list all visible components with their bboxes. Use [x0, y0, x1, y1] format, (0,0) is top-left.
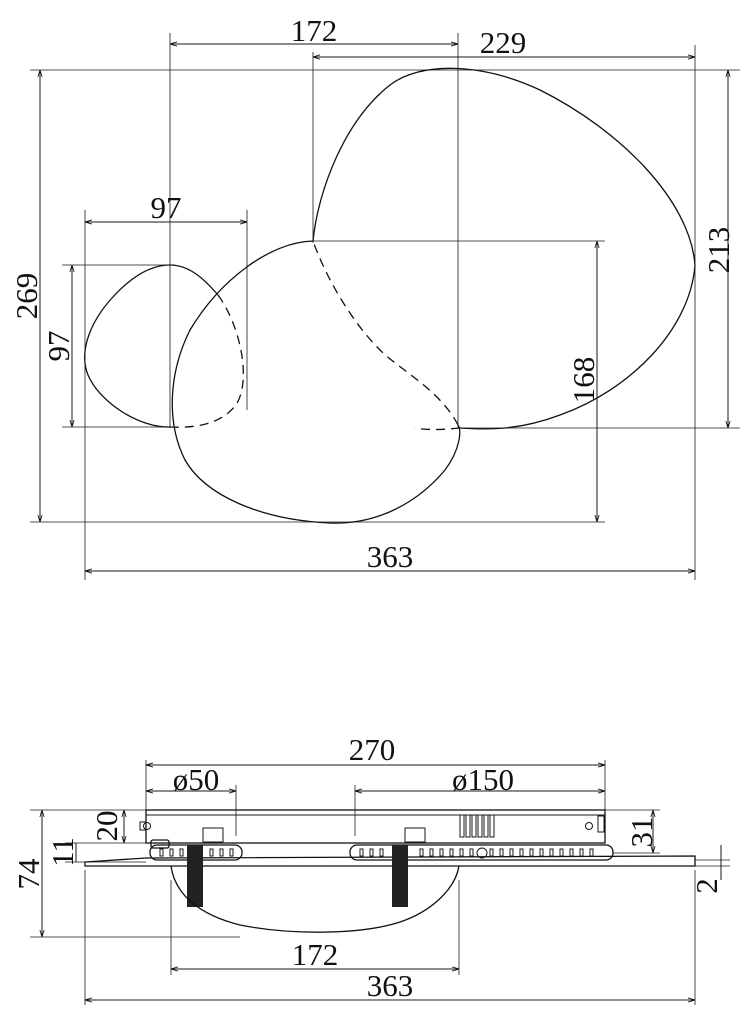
- dim-229: 229: [480, 25, 527, 60]
- vent-slots: [459, 814, 495, 838]
- middle-stone-outline: [171, 240, 461, 524]
- rail-right: [349, 844, 614, 861]
- large-stone-hidden-edge: [414, 427, 461, 431]
- dim-2: 2: [689, 878, 724, 894]
- rail-slots: [159, 848, 594, 857]
- dim-363-side: 363: [367, 968, 414, 1003]
- dim-74: 74: [11, 858, 46, 890]
- dim-172-top: 172: [291, 13, 338, 48]
- dim-213: 213: [701, 227, 736, 274]
- threaded-rod-right: [392, 845, 408, 907]
- middle-stone-hidden-edge: [312, 240, 459, 426]
- dim-269: 269: [9, 273, 44, 320]
- dome-shade: [170, 865, 460, 933]
- large-stone-outline: [312, 67, 696, 430]
- small-stone-outline: [84, 264, 219, 428]
- dim-172-side: 172: [292, 937, 339, 972]
- dim-31: 31: [624, 817, 659, 848]
- top-view: 172 229 97 269 97 213 168 363: [9, 13, 740, 580]
- side-view: 270 ø50 ø150 20 11 74 31 2 172 363: [11, 732, 730, 1005]
- dim-11: 11: [45, 837, 80, 867]
- dim-168: 168: [566, 357, 601, 404]
- small-stone-hidden-edge: [169, 294, 244, 428]
- threaded-rod-left: [187, 845, 203, 907]
- dim-97-height: 97: [41, 331, 76, 362]
- dim-363-top: 363: [367, 539, 414, 574]
- dim-diameter-150: ø150: [452, 762, 514, 797]
- dim-diameter-50: ø50: [173, 762, 220, 797]
- dim-97-width: 97: [151, 190, 182, 225]
- dim-20: 20: [89, 811, 124, 842]
- dim-270: 270: [349, 732, 396, 767]
- base-plate: [84, 855, 696, 867]
